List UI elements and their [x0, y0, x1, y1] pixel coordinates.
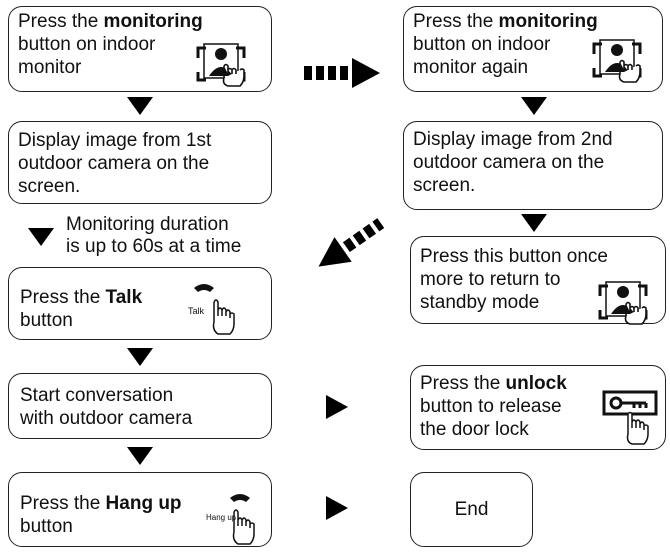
arrow-down-4 — [127, 447, 153, 465]
step-press-hangup-text: Press the Hang up button — [20, 493, 182, 537]
step-display-2nd-camera-box — [403, 121, 663, 210]
handset-hand-icon: Talk — [188, 284, 235, 335]
step-start-conversation-box — [8, 373, 272, 439]
talk-icon-label: Talk — [188, 306, 205, 316]
monitor-hand-icon-2 — [592, 39, 642, 83]
arrow-down-3 — [127, 348, 153, 366]
step-unlock-box — [410, 365, 666, 450]
arrow-right-unlock — [326, 395, 348, 419]
dashed-arrow-diagonal — [318, 218, 385, 267]
step-press-monitoring-again-text: Press the monitoring button on indoor mo… — [413, 11, 598, 78]
step-start-conversation-text: Start conversation with outdoor camera — [20, 385, 193, 429]
step-press-hangup-box — [8, 472, 272, 547]
step-press-monitoring-text: Press the monitoring button on indoor mo… — [18, 11, 203, 78]
end-box — [410, 472, 533, 547]
dashed-arrow-right — [304, 58, 380, 88]
step-return-standby-text: Press this button once more to return to… — [420, 246, 608, 313]
end-text: End — [454, 499, 489, 520]
step-display-1st-camera-box — [8, 121, 272, 204]
arrow-right-end — [326, 496, 348, 520]
step-unlock-text: Press the unlock button to release the d… — [420, 373, 567, 440]
monitor-hand-icon-3 — [598, 281, 648, 325]
key-hand-icon — [602, 390, 658, 445]
arrow-down-2 — [28, 228, 54, 246]
step-display-1st-camera-text: Display image from 1st outdoor camera on… — [18, 130, 212, 197]
arrow-down-r2 — [521, 214, 547, 232]
arrow-down-r1 — [521, 97, 547, 115]
monitor-hand-icon — [196, 43, 246, 87]
arrow-down-1 — [127, 97, 153, 115]
step-press-talk-text: Press the Talk button — [20, 287, 143, 331]
hangup-icon-label: Hang up — [206, 513, 237, 522]
monitoring-duration-note: Monitoring duration is up to 60s at a ti… — [66, 214, 242, 257]
step-display-2nd-camera-text: Display image from 2nd outdoor camera on… — [413, 129, 613, 196]
hangup-hand-icon: Hang up — [206, 494, 255, 545]
